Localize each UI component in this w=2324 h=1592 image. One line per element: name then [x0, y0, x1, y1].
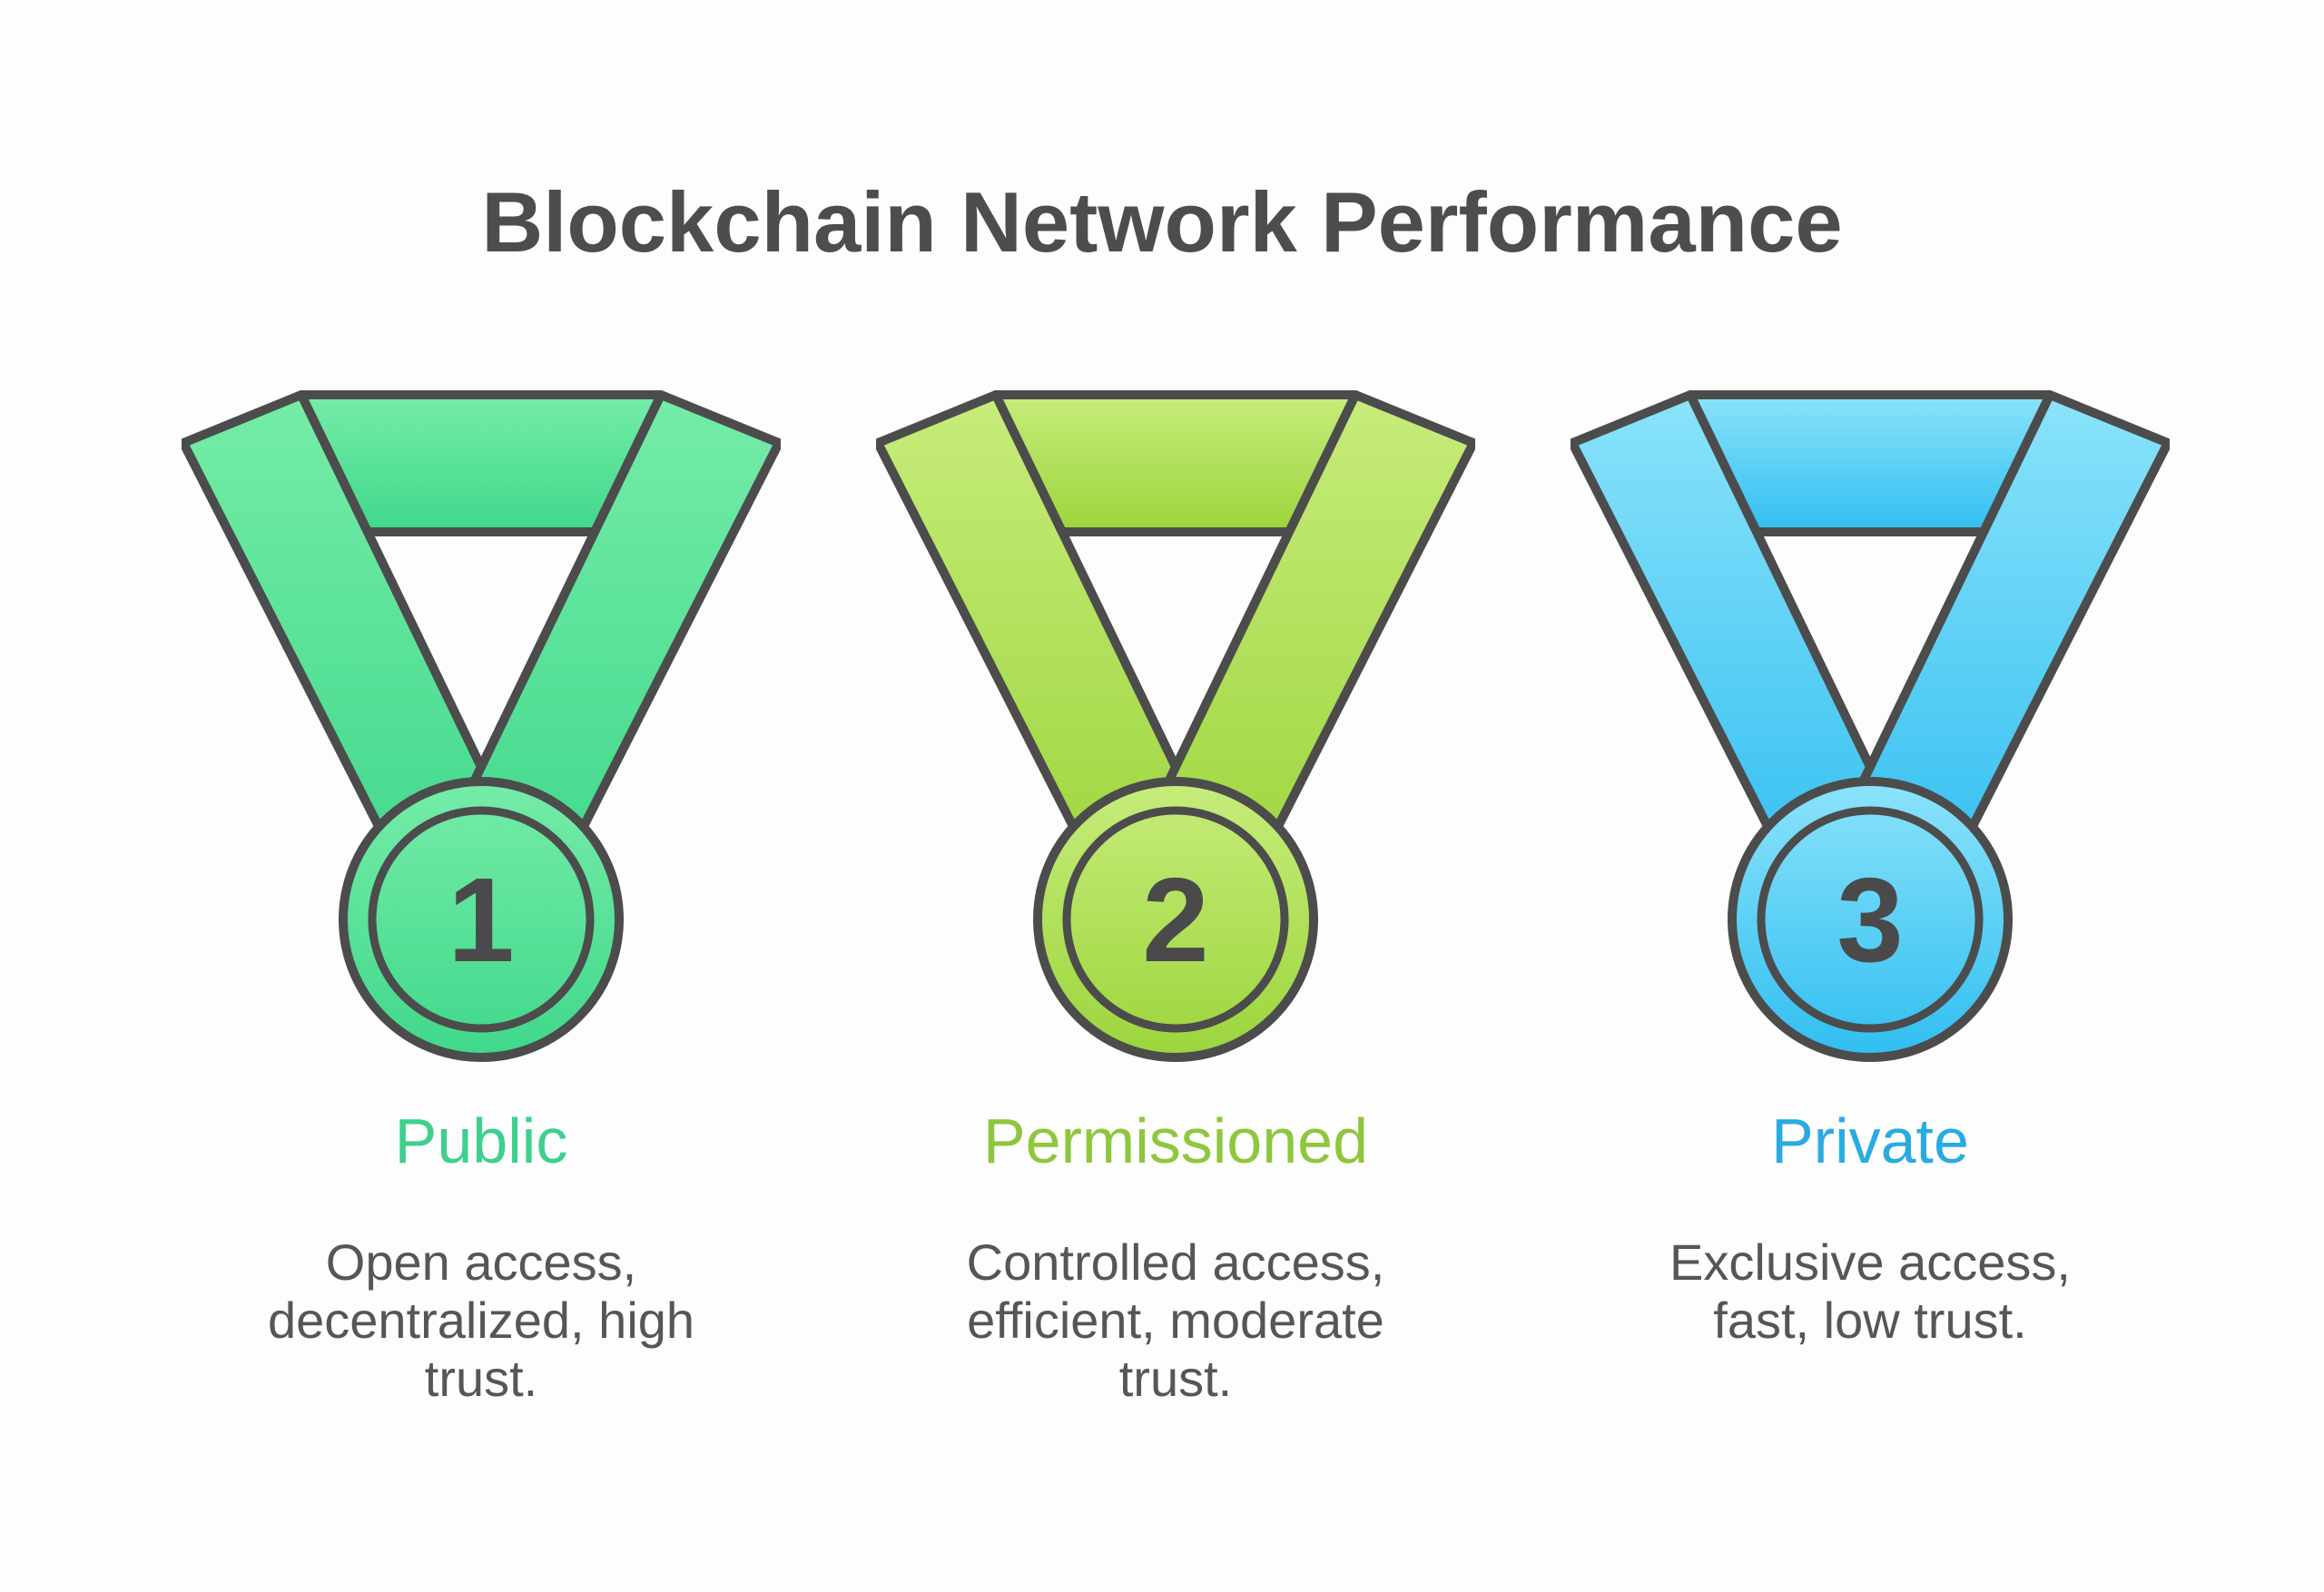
medal-icon-3: 3 [1571, 390, 2170, 1062]
medal-inner-ring [1757, 806, 1984, 1033]
medal-label-permissioned: Permissioned [982, 1106, 1369, 1176]
medal-column-permissioned: 2 Permissioned Controlled access, effici… [876, 386, 1475, 1408]
medal-description-public: Open access, decentralized, high trust. [267, 1233, 695, 1407]
medal-icon-1: 1 [182, 390, 781, 1062]
medal-circle [1033, 777, 1318, 1062]
page-title: Blockchain Network Performance [481, 174, 1843, 270]
medal-icon-2: 2 [876, 390, 1475, 1062]
ribbon-top-band [991, 390, 1360, 536]
medal-label-public: Public [394, 1106, 568, 1176]
medal-description-permissioned: Controlled access, efficient, moderate t… [966, 1233, 1385, 1407]
medal-number: 3 [1837, 853, 1903, 987]
medal-column-public: 1 Public Open access, decentralized, hig… [182, 386, 781, 1408]
ribbon-top-band [297, 390, 665, 536]
medal-description-private: Exclusive access, fast, low trust. [1669, 1233, 2071, 1349]
medal-circle [1728, 777, 2013, 1062]
medal-label-private: Private [1771, 1106, 1969, 1176]
medal-inner-ring [368, 806, 595, 1033]
ribbon-top-band [1686, 390, 2054, 536]
medal-number: 1 [448, 853, 514, 987]
medal-inner-ring [1062, 806, 1289, 1033]
medal-column-private: 3 Private Exclusive access, fast, low tr… [1571, 386, 2170, 1408]
medal-circle [339, 777, 624, 1062]
medal-number: 2 [1142, 853, 1208, 987]
medal-columns: 1 Public Open access, decentralized, hig… [14, 386, 2324, 1408]
